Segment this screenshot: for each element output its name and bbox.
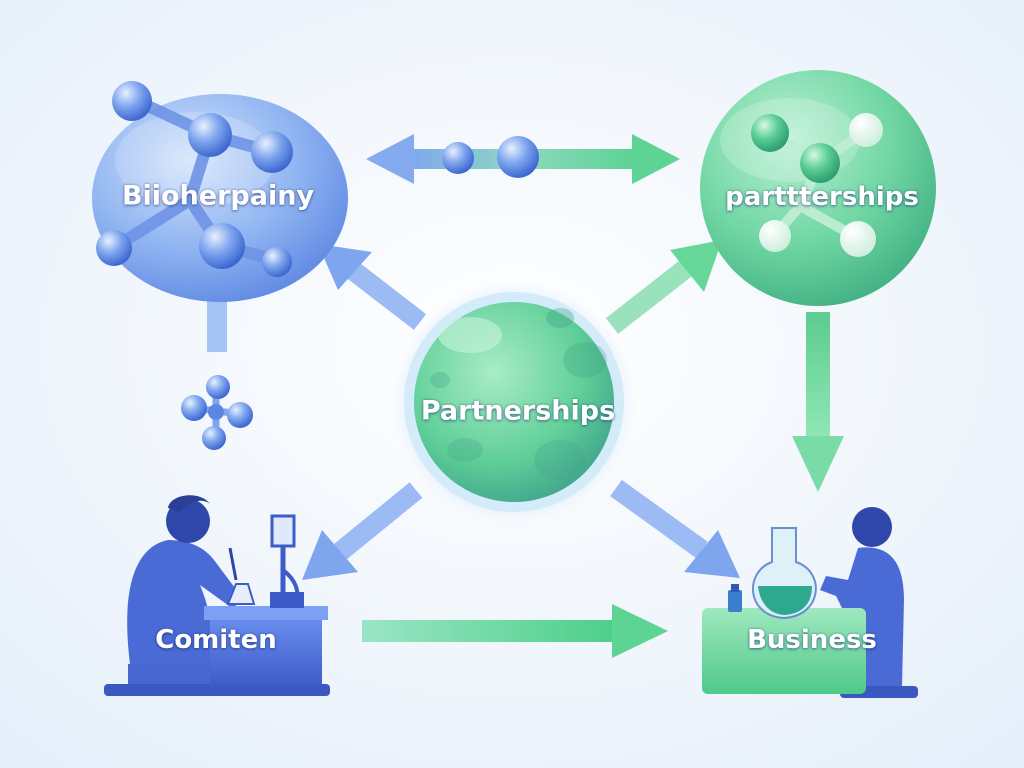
node-center xyxy=(392,280,636,524)
arrow-center-to-bottomright xyxy=(610,479,740,578)
node-label-top-right: parttterships xyxy=(725,182,919,212)
scientist-bottom-right xyxy=(702,507,918,698)
scientist-bottom-left xyxy=(104,495,330,696)
node-label-bottom-right: Business xyxy=(747,625,877,655)
node-top-left xyxy=(92,81,348,352)
arrow-topright-to-bottomright xyxy=(792,312,844,492)
node-label-top-left: Biioherpainy xyxy=(121,180,315,212)
arrow-center-to-bottomleft xyxy=(302,482,423,580)
arrow-bottomleft-to-bottomright xyxy=(362,604,668,658)
node-top-right xyxy=(700,70,936,306)
arrow-bidirectional-top xyxy=(366,134,680,184)
small-molecule-icon xyxy=(181,375,253,450)
node-label-bottom-left: Comiten xyxy=(155,625,277,655)
arrow-center-to-topleft xyxy=(318,244,427,330)
node-label-center: Partnerships xyxy=(420,395,616,427)
arrow-center-to-topright xyxy=(605,240,722,334)
